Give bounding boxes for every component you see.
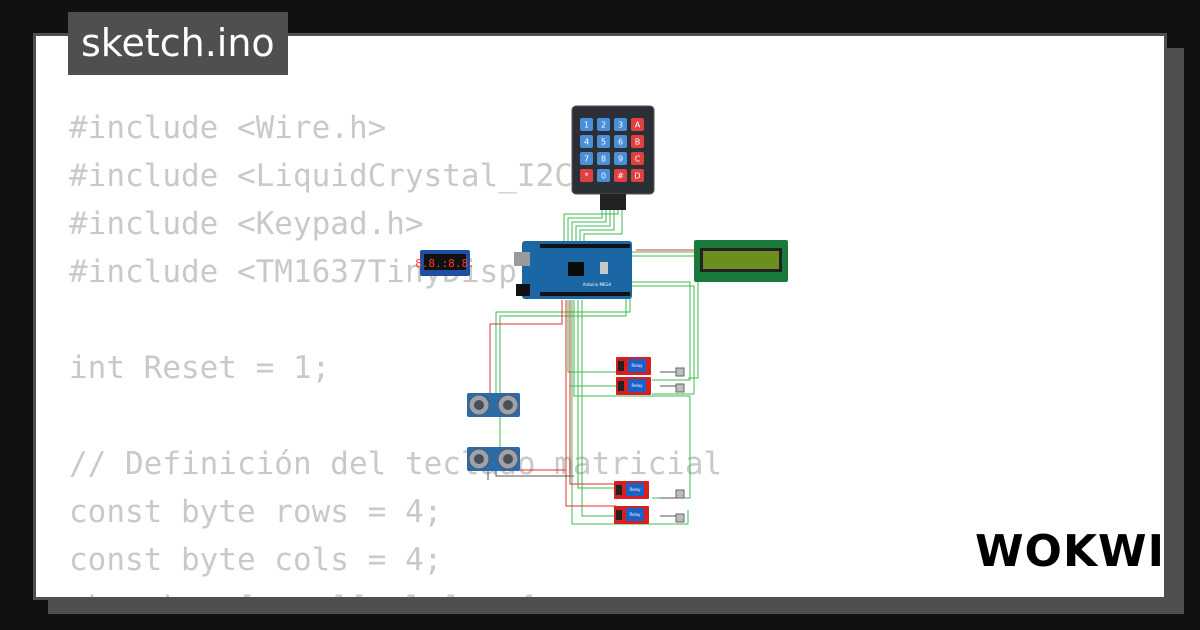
keypad-key[interactable] bbox=[597, 118, 610, 131]
keypad-key[interactable] bbox=[631, 118, 644, 131]
lcd-screen bbox=[703, 251, 779, 269]
keypad-key[interactable] bbox=[631, 135, 644, 148]
power-jack bbox=[516, 284, 530, 296]
wokwi-logo-text: WOKWI bbox=[975, 526, 1165, 577]
load-component bbox=[675, 489, 685, 499]
relay-label: Relay bbox=[632, 383, 644, 388]
arduino-label: Arduino MEGA bbox=[583, 282, 612, 287]
relay-cube bbox=[628, 359, 646, 372]
relay-terminal bbox=[616, 485, 622, 495]
ultrasonic-sensor[interactable] bbox=[467, 447, 520, 471]
ultrasonic-sensor[interactable] bbox=[467, 393, 520, 417]
keypad-key[interactable] bbox=[580, 135, 593, 148]
load-component bbox=[675, 513, 685, 523]
reset-button bbox=[600, 262, 608, 274]
keypad-key-label: 2 bbox=[601, 121, 606, 130]
keypad-key-label: 9 bbox=[618, 155, 623, 164]
code-line: char keys[rows][cols] = { bbox=[69, 584, 722, 597]
microcontroller-chip bbox=[568, 262, 584, 276]
keypad-key[interactable] bbox=[580, 118, 593, 131]
keypad-key-label: 5 bbox=[601, 138, 606, 147]
keypad-key[interactable] bbox=[631, 152, 644, 165]
keypad-key-label: 1 bbox=[584, 121, 589, 130]
keypad-key[interactable] bbox=[614, 118, 627, 131]
ultrasonic-transducer-core bbox=[474, 454, 484, 464]
keypad-key[interactable] bbox=[614, 152, 627, 165]
code-line: #include <Wire.h> bbox=[69, 110, 387, 146]
keypad-key[interactable] bbox=[597, 152, 610, 165]
relay-cube bbox=[628, 379, 646, 392]
relay-module[interactable]: Relay bbox=[614, 506, 649, 524]
keypad-key-label: 6 bbox=[618, 138, 623, 147]
code-line: #include <Keypad.h> bbox=[69, 206, 424, 242]
relay-module[interactable]: Relay bbox=[614, 481, 649, 499]
relay-terminal bbox=[618, 361, 624, 371]
keypad-key-label: 0 bbox=[601, 172, 606, 181]
seven-segment-digits: 8.8.:8.8. bbox=[415, 257, 475, 270]
keypad-key[interactable] bbox=[597, 169, 610, 182]
seven-segment-screen bbox=[424, 254, 466, 270]
code-line: const byte rows = 4; bbox=[69, 494, 443, 530]
relay-module[interactable]: Relay bbox=[616, 357, 651, 375]
relay-label: Relay bbox=[630, 487, 642, 492]
header-pins-top bbox=[540, 244, 630, 248]
relay-terminal bbox=[616, 510, 622, 520]
keypad-key-label: # bbox=[617, 172, 624, 181]
keypad-component[interactable]: 1 2 3 A 4 5 6 B 7 8 9 C * 0 # D bbox=[571, 105, 655, 210]
keypad-key[interactable] bbox=[580, 152, 593, 165]
keypad-key-label: 3 bbox=[618, 121, 623, 130]
keypad-key[interactable] bbox=[614, 169, 627, 182]
keypad-key-label: B bbox=[635, 138, 641, 147]
arduino-mega[interactable]: Arduino MEGA bbox=[514, 241, 632, 299]
keypad-key-label: A bbox=[635, 121, 641, 130]
relay-cube bbox=[626, 508, 644, 521]
keypad-keys: 1 2 3 A 4 5 6 B 7 8 9 C * 0 # D bbox=[580, 118, 644, 182]
header-pins-bottom bbox=[540, 292, 630, 296]
keypad-key-label: * bbox=[585, 172, 589, 181]
ultrasonic-transducer-core bbox=[503, 454, 513, 464]
file-title-tab[interactable]: sketch.ino bbox=[68, 12, 288, 75]
load-components bbox=[675, 367, 685, 523]
load-component bbox=[675, 383, 685, 393]
keypad-key[interactable] bbox=[580, 169, 593, 182]
keypad-key-label: C bbox=[635, 155, 641, 164]
ultrasonic-transducer-core bbox=[503, 400, 513, 410]
keypad-connector bbox=[600, 194, 626, 210]
keypad-key[interactable] bbox=[631, 169, 644, 182]
keypad-key-label: D bbox=[634, 172, 640, 181]
relay-module[interactable]: Relay bbox=[616, 377, 651, 395]
load-component bbox=[675, 367, 685, 377]
ultrasonic-transducer-core bbox=[474, 400, 484, 410]
code-line: int Reset = 1; bbox=[69, 350, 331, 386]
seven-segment-display[interactable]: 8.8.:8.8. bbox=[415, 250, 475, 276]
keypad-key-label: 4 bbox=[584, 138, 589, 147]
relay-label: Relay bbox=[632, 363, 644, 368]
wokwi-logo: WOKWI bbox=[975, 522, 1165, 582]
keypad-key[interactable] bbox=[597, 135, 610, 148]
keypad-key[interactable] bbox=[614, 135, 627, 148]
code-line: #include <LiquidCrystal_I2C.h> bbox=[69, 158, 629, 194]
keypad-key-label: 8 bbox=[601, 155, 606, 164]
lcd-display[interactable] bbox=[694, 240, 788, 282]
keypad-key-label: 7 bbox=[584, 155, 589, 164]
code-line: const byte cols = 4; bbox=[69, 542, 443, 578]
relay-label: Relay bbox=[630, 512, 642, 517]
relay-terminal bbox=[618, 381, 624, 391]
usb-port bbox=[514, 252, 530, 266]
relay-cube bbox=[626, 483, 644, 496]
